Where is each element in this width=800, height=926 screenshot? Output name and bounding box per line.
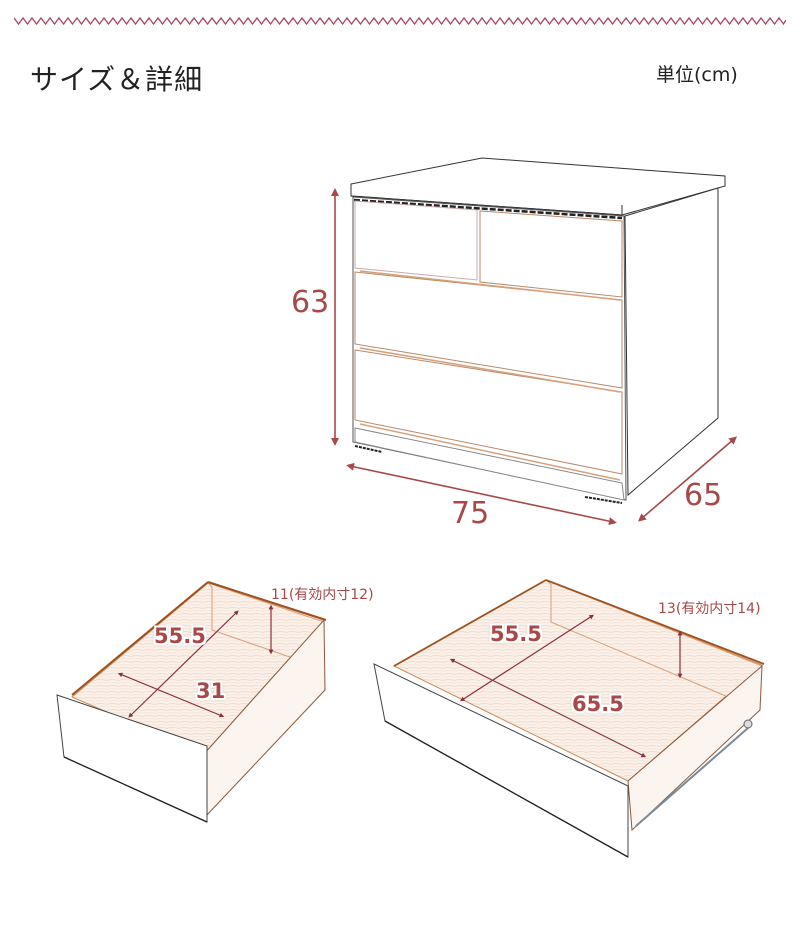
large-drawer-width-label: 65.5 bbox=[572, 692, 624, 716]
chest-depth-label: 65 bbox=[684, 478, 723, 513]
chest-dimension-arrows bbox=[331, 188, 738, 526]
small-drawer-depth-label: 55.5 bbox=[154, 624, 206, 648]
decorative-wave-divider bbox=[14, 16, 786, 26]
small-drawer-height-note: 11(有効内寸12) bbox=[271, 587, 374, 603]
chest-width-label: 75 bbox=[451, 496, 490, 531]
small-drawer-width-label: 31 bbox=[196, 679, 226, 703]
unit-label: 単位(cm) bbox=[656, 64, 738, 86]
large-drawer-height-note: 13(有効内寸14) bbox=[658, 601, 761, 617]
large-drawer-depth-label: 55.5 bbox=[490, 622, 542, 646]
chest-height-label: 63 bbox=[291, 285, 330, 320]
page-title: サイズ＆詳細 bbox=[30, 63, 204, 96]
